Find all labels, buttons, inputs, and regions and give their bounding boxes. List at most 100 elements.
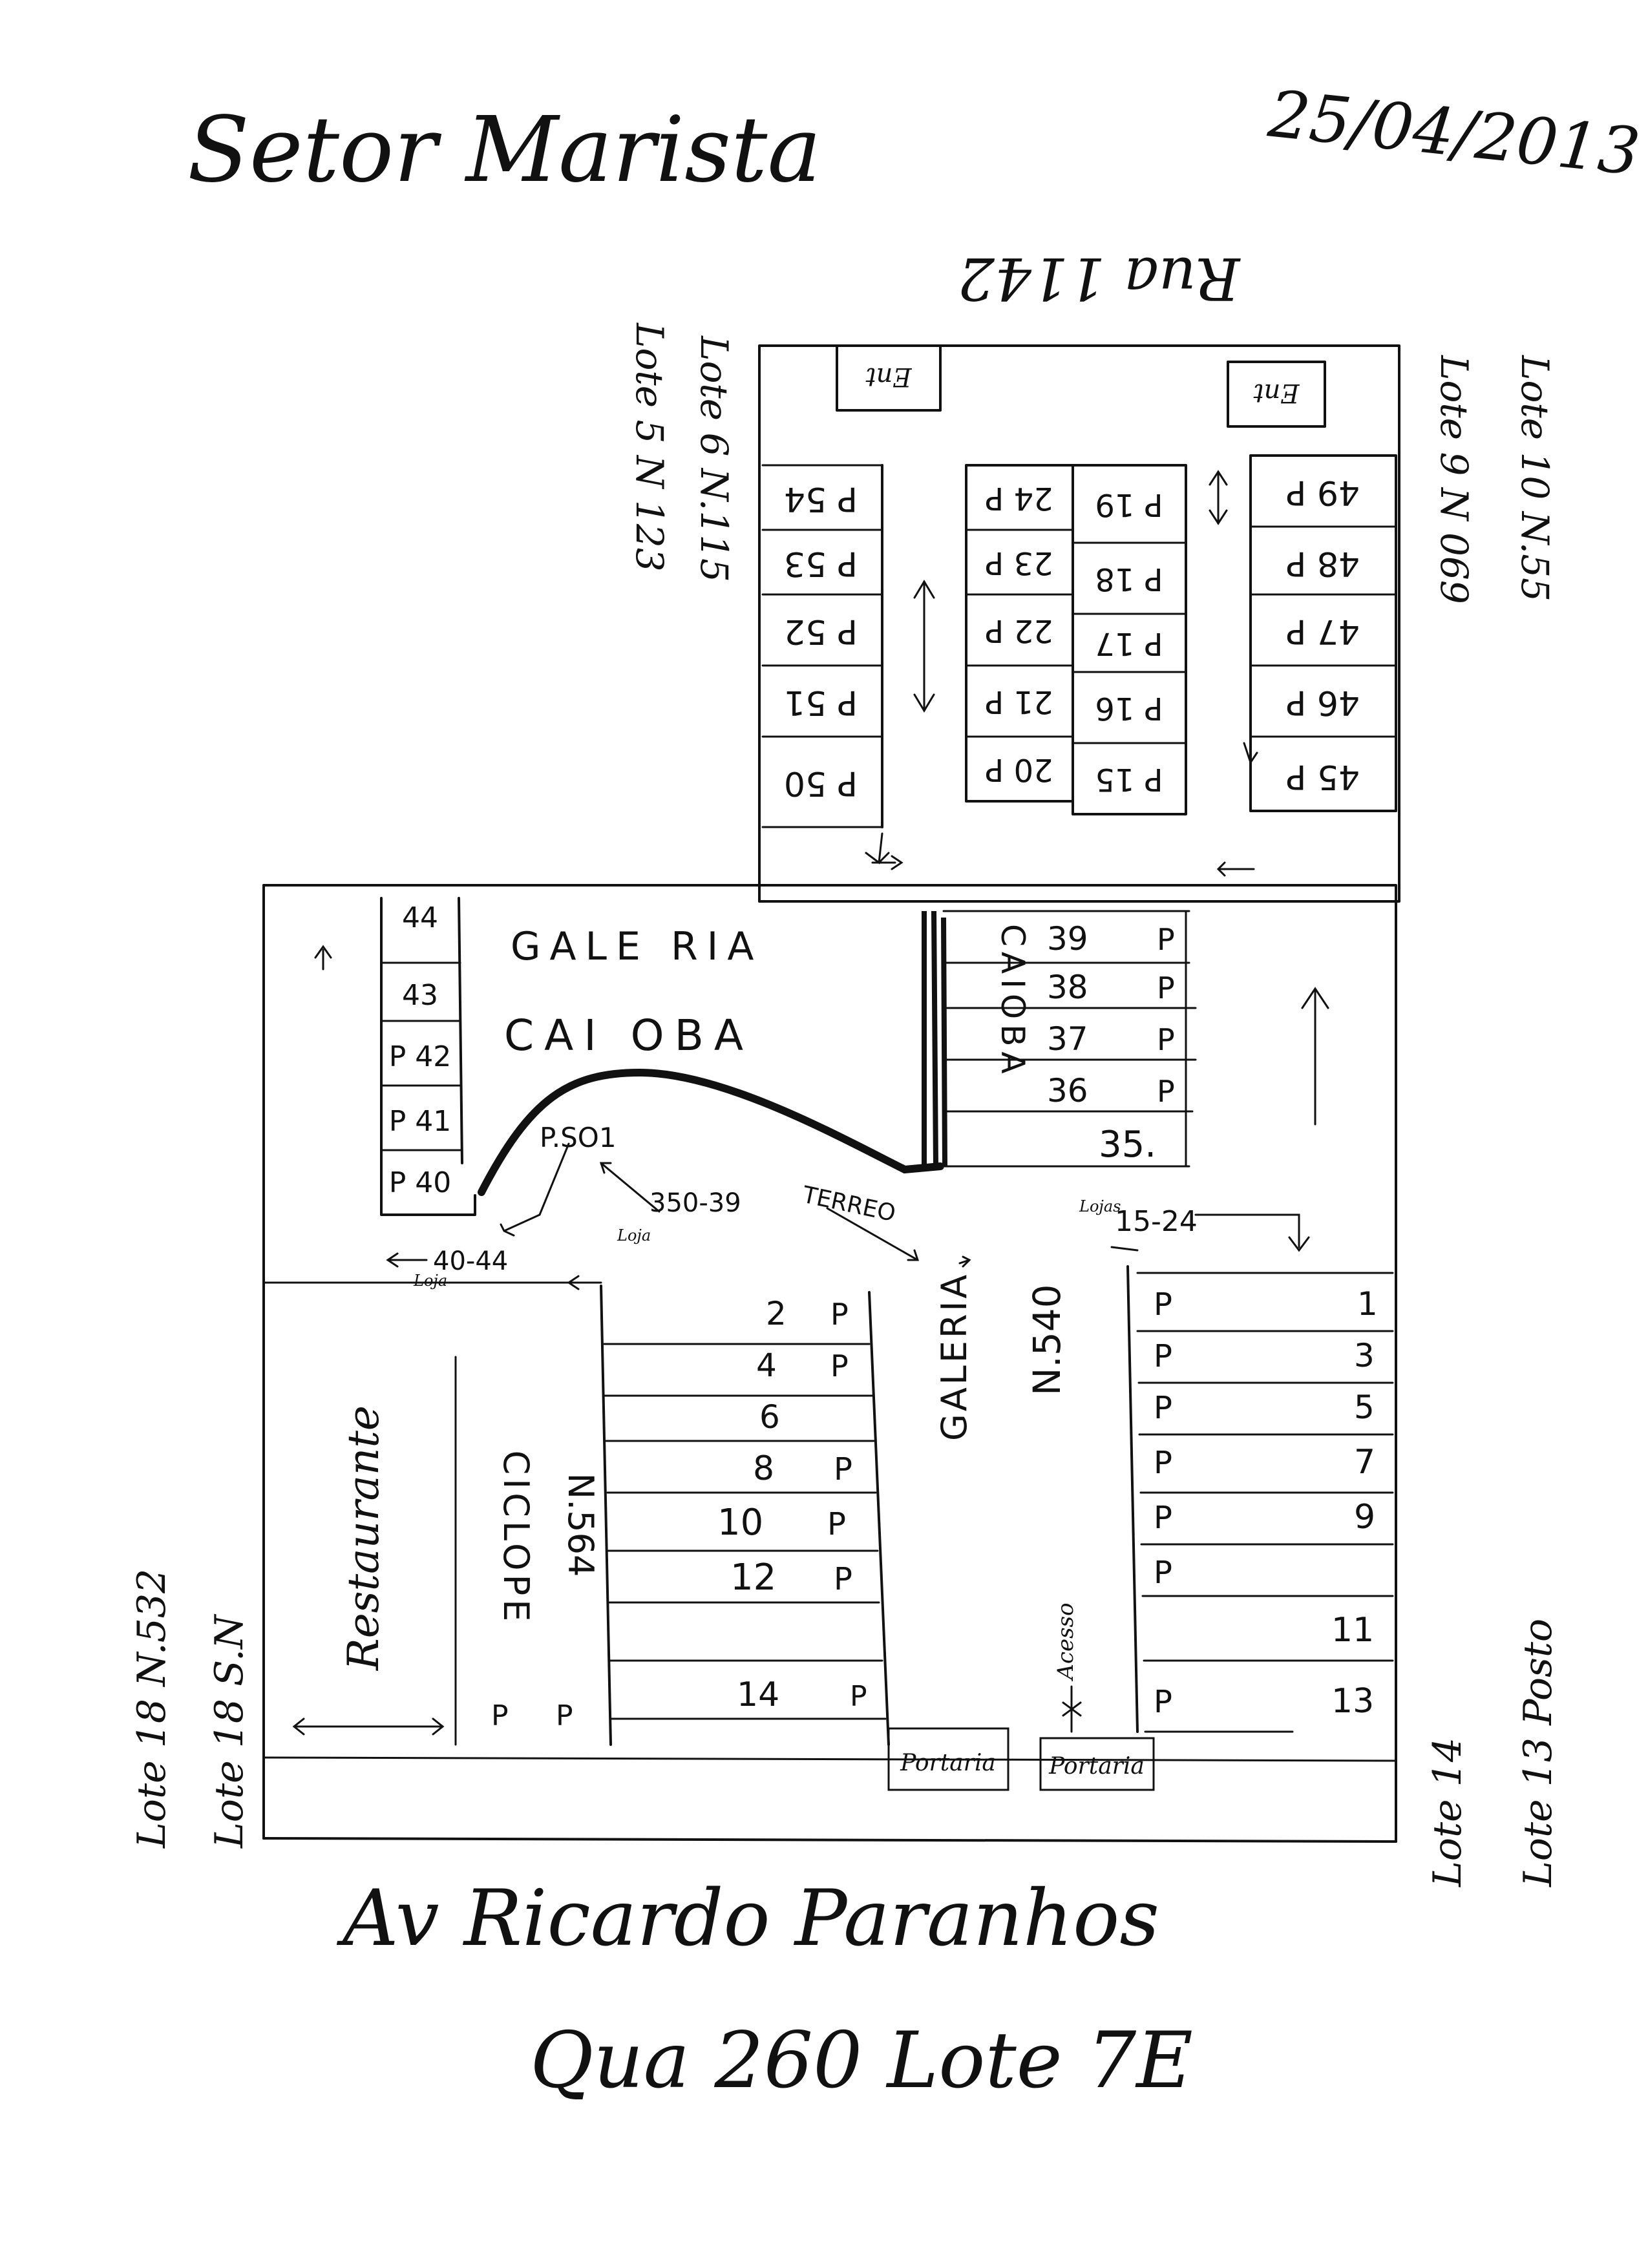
store-right-1: 1 bbox=[1357, 1285, 1378, 1323]
loja-label-c: Lojas bbox=[1079, 1197, 1121, 1215]
middle-right-stores: 39 P 38 P 37 P 36 P 35. bbox=[942, 910, 1197, 1168]
portaria-box-2 bbox=[1039, 1737, 1155, 1791]
store-upper-a-5: P 50 bbox=[784, 764, 858, 803]
store-mid-left-41: P 41 bbox=[389, 1105, 452, 1138]
sheet-title: Setor Marista bbox=[187, 98, 821, 203]
store-upper-c-3: P 17 bbox=[1095, 625, 1163, 662]
right-stores: P 1 P 3 P 5 P 7 P 9 P 11 P 13 bbox=[1126, 1265, 1394, 1733]
galeria-title-line1: GALE RIA bbox=[511, 924, 763, 969]
store-right-5-p: P bbox=[1154, 1390, 1172, 1426]
left-stores: 2 P 4 P 6 8 P 10 P 12 P 14 P bbox=[600, 1285, 890, 1746]
store-left-12: 12 bbox=[730, 1557, 776, 1599]
lot-lower-right-2: Lote 13 Posto bbox=[1516, 1619, 1561, 1887]
store-mid-right-36-p: P bbox=[1157, 1074, 1175, 1109]
entrance-box-right bbox=[1227, 361, 1326, 428]
store-upper-d-4: 46 P bbox=[1286, 683, 1360, 722]
store-left-10-p: P bbox=[827, 1506, 846, 1542]
store-right-9-p: P bbox=[1154, 1500, 1172, 1536]
lot-upper-left-2: Lote 5 N 123 bbox=[628, 322, 671, 572]
store-left-2: 2 bbox=[766, 1295, 787, 1332]
stair-arch bbox=[478, 1068, 944, 1196]
store-right-7-p: P bbox=[1154, 1445, 1172, 1481]
store-upper-c-2: P 18 bbox=[1095, 561, 1163, 597]
sheet-date: 25/04/2013 bbox=[1264, 76, 1643, 190]
upper-column-c: P 19 P 18 P 17 P 16 P 15 bbox=[1072, 464, 1187, 815]
loja-label-b: Loja bbox=[413, 1272, 447, 1290]
piso-label: P.SO1 bbox=[540, 1122, 617, 1153]
store-upper-d-2: 48 P bbox=[1286, 544, 1360, 583]
store-upper-c-1: P 19 bbox=[1095, 487, 1163, 523]
entrance-label-left: Ent bbox=[865, 362, 913, 392]
store-left-4-p: P bbox=[830, 1349, 849, 1383]
street-top: Rua 1142 bbox=[957, 244, 1241, 312]
quadra-lote: Qua 260 Lote 7E bbox=[530, 2016, 1193, 2106]
store-right-9: 9 bbox=[1354, 1498, 1375, 1537]
upper-column-a: P 54 P 53 P 52 P 51 P 50 bbox=[761, 464, 883, 828]
store-mid-left-42: P 42 bbox=[389, 1040, 452, 1073]
ciclope-store-p1: P bbox=[491, 1699, 509, 1732]
store-upper-d-3: 47 P bbox=[1286, 612, 1360, 651]
store-mid-left-44: 44 bbox=[402, 901, 438, 934]
store-mid-right-35: 35. bbox=[1099, 1124, 1156, 1166]
store-right-3-p: P bbox=[1154, 1338, 1172, 1374]
acesso-mark bbox=[1062, 1685, 1082, 1733]
store-left-12-p: P bbox=[834, 1561, 852, 1597]
store-upper-a-2: P 53 bbox=[784, 544, 858, 583]
store-right-11: 11 bbox=[1331, 1611, 1374, 1650]
store-left-8: 8 bbox=[753, 1449, 774, 1488]
store-right-7: 7 bbox=[1354, 1443, 1375, 1482]
store-upper-c-4: P 16 bbox=[1095, 690, 1163, 726]
store-left-14-p: P bbox=[850, 1680, 867, 1713]
galeria-vertical-label: CAIOBA bbox=[994, 924, 1031, 1079]
upper-block: Ent Ent P 54 P 53 P 52 P 51 P 50 24 P bbox=[758, 344, 1400, 903]
store-upper-b-2: 23 P bbox=[985, 545, 1053, 581]
store-upper-b-3: 22 P bbox=[985, 613, 1053, 649]
store-left-10: 10 bbox=[717, 1502, 763, 1544]
acesso-label: Acesso bbox=[1053, 1602, 1079, 1681]
store-upper-c-5: P 15 bbox=[1095, 761, 1163, 797]
ciclope-line2: N.564 bbox=[560, 1473, 601, 1577]
store-right-13-p: P bbox=[1154, 1684, 1172, 1720]
store-upper-b-5: 20 P bbox=[985, 751, 1053, 788]
store-mid-right-37-p: P bbox=[1157, 1022, 1175, 1057]
store-left-2-p: P bbox=[830, 1297, 849, 1332]
lot-upper-right-2: Lote 9 N 069 bbox=[1432, 355, 1476, 604]
range-35-39: 350-39 bbox=[650, 1188, 741, 1218]
upper-column-d: 49 P 48 P 47 P 46 P 45 P bbox=[1249, 454, 1397, 812]
ciclope-line1: CICLOPE bbox=[496, 1451, 536, 1626]
middle-left-stores: 44 43 P 42 P 41 P 40 bbox=[380, 897, 476, 1216]
loja-label-a: Loja bbox=[617, 1226, 651, 1244]
store-upper-b-1: 24 P bbox=[985, 480, 1053, 516]
portaria-label-1: Portaria bbox=[900, 1750, 996, 1776]
main-building: GALE RIA CAI OBA 44 43 P 42 P 41 P 40 P.… bbox=[262, 884, 1397, 1843]
store-right-13: 13 bbox=[1331, 1682, 1374, 1721]
store-mid-right-39: 39 bbox=[1047, 920, 1088, 958]
entrance-label-right: Ent bbox=[1253, 378, 1300, 408]
lot-lower-right-1: Lote 14 bbox=[1425, 1738, 1470, 1887]
main-outline-top bbox=[262, 884, 1397, 903]
range-15-24: 15-24 bbox=[1115, 1205, 1198, 1238]
store-left-6: 6 bbox=[759, 1398, 780, 1436]
ciclope-store: CICLOPE N.564 P P bbox=[454, 1356, 601, 1746]
store-right-3: 3 bbox=[1354, 1337, 1375, 1374]
galeria-entrance-line2: N.540 bbox=[1025, 1284, 1069, 1396]
store-mid-right-37: 37 bbox=[1047, 1020, 1088, 1058]
portaria-label-2: Portaria bbox=[1048, 1753, 1145, 1780]
sidewalk-line bbox=[262, 1756, 1397, 1762]
range-40-44: 40-44 bbox=[433, 1246, 508, 1276]
store-left-4: 4 bbox=[756, 1347, 777, 1384]
store-mid-right-36: 36 bbox=[1047, 1072, 1088, 1109]
ciclope-store-p2: P bbox=[556, 1699, 573, 1732]
store-left-8-p: P bbox=[834, 1451, 852, 1487]
caioba-wall bbox=[922, 910, 947, 1167]
lot-lower-left-2: Lote 18 S.N bbox=[207, 1613, 252, 1849]
upper-block-arrows bbox=[865, 470, 1258, 877]
corridor-arrows bbox=[314, 945, 1329, 1290]
store-right-11-p: P bbox=[1154, 1555, 1172, 1591]
lot-lower-left-1: Lote 18 N.532 bbox=[129, 1569, 174, 1849]
store-mid-right-39-p: P bbox=[1157, 922, 1175, 957]
store-upper-d-1: 49 P bbox=[1286, 473, 1360, 512]
lot-upper-left-1: Lote 6 N.115 bbox=[692, 335, 736, 582]
restaurant-label: Restaurante bbox=[339, 1405, 388, 1671]
